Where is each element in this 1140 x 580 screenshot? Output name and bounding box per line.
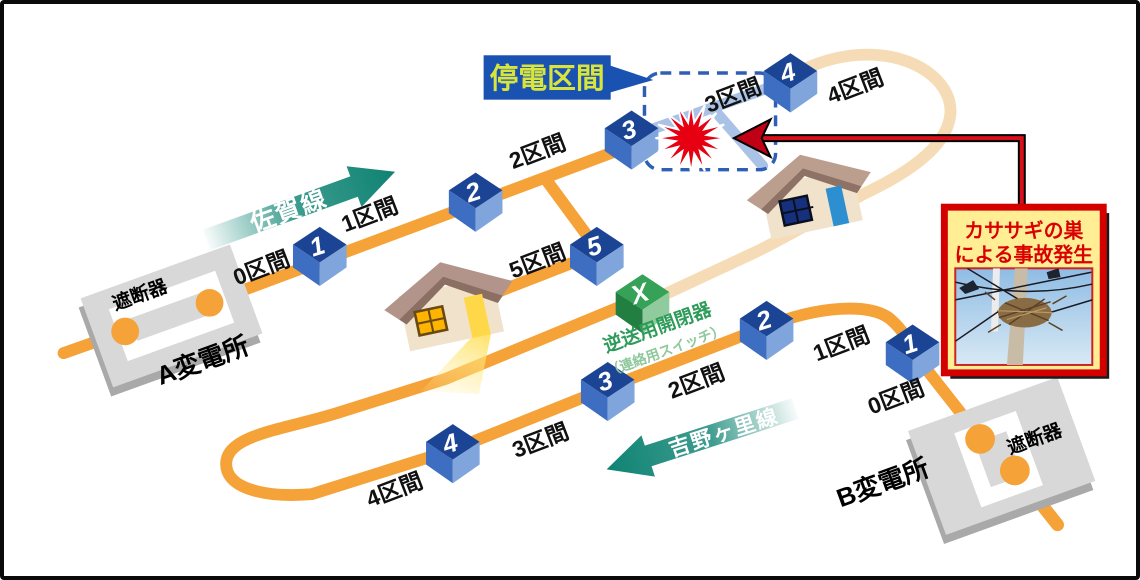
cube-left xyxy=(615,291,643,334)
saga-switch-2: 2 xyxy=(448,172,503,232)
power-wire xyxy=(955,309,1002,342)
substation-b-label: B変電所 xyxy=(832,452,933,513)
saga-section-4: 4区間 xyxy=(823,64,887,109)
yoshinogari-section-1: 1区間 xyxy=(809,321,873,366)
breaker-a-contact-1 xyxy=(111,317,140,346)
cube-top xyxy=(615,274,670,310)
yoshinogari-switch-2: 2 xyxy=(739,300,794,361)
cube-right xyxy=(912,342,940,384)
cube-top xyxy=(763,53,818,89)
cube-right xyxy=(319,244,347,287)
insulator xyxy=(1046,268,1061,280)
accident-pointer-line xyxy=(755,136,1024,210)
substation-b-breaker xyxy=(906,377,1096,544)
house2-roof-edge xyxy=(760,168,862,214)
nest-twigs-light xyxy=(996,307,1053,321)
saga-arrow-shape xyxy=(202,166,396,251)
cube-right xyxy=(596,244,624,287)
diagram-canvas: 佐賀線 吉野ヶ里線 1 2 3 4 5 xyxy=(57,48,1110,544)
saga-switch-4: 4 xyxy=(763,53,818,113)
cube-left xyxy=(604,128,632,170)
house2-roof xyxy=(746,154,871,210)
nest-photo xyxy=(954,267,1094,366)
yoshinogari-line-main xyxy=(220,296,985,501)
house1-roof xyxy=(384,262,513,320)
outage-callout-box xyxy=(483,55,611,100)
cube-top xyxy=(739,300,794,337)
window-mullion xyxy=(781,205,814,215)
outage-callout-text: 停電区間 xyxy=(490,62,605,95)
saga-line-main xyxy=(203,137,644,309)
cube-left xyxy=(292,244,320,287)
fault-explosion-icon xyxy=(655,102,728,174)
cube-left xyxy=(580,379,608,422)
window-mullion xyxy=(416,316,445,325)
cube-right xyxy=(607,379,635,422)
cube-right xyxy=(766,318,794,361)
cube-left xyxy=(763,71,791,113)
accident-callout: カササギの巣 による事故発生 xyxy=(731,117,1110,379)
yoshinogari-line-name: 吉野ヶ里線 xyxy=(666,404,782,462)
house-outage xyxy=(746,154,871,240)
cube-right xyxy=(790,71,818,113)
cube-left xyxy=(570,244,597,287)
cube-top xyxy=(448,172,503,209)
substation-a-breaker xyxy=(78,244,263,397)
outage-callout-pointer xyxy=(605,64,654,94)
outage-dashed-boundary xyxy=(642,71,778,172)
accident-pointer-arrowhead xyxy=(731,117,773,160)
breaker-a-contact-2 xyxy=(195,289,224,317)
saga-switch-5: 5 xyxy=(570,226,624,287)
saga-section-3: 3区間 xyxy=(701,73,765,118)
cube-top xyxy=(426,424,480,460)
breaker-a-ring-inner xyxy=(129,290,214,341)
house-powered xyxy=(384,262,513,394)
cube-right xyxy=(452,441,480,484)
house1-roof-edge xyxy=(399,276,503,325)
yoshinogari-section-0: 0区間 xyxy=(864,374,928,419)
cube-top xyxy=(580,361,635,398)
cube-left xyxy=(426,441,453,484)
cube-top xyxy=(292,226,347,263)
cube-left xyxy=(885,342,913,384)
cube-left xyxy=(448,190,476,232)
house1-lit-door xyxy=(463,293,491,339)
house-light-beam xyxy=(420,331,492,394)
yoshinogari-switch-1: 1 xyxy=(885,324,940,384)
saga-switch-3: 3 xyxy=(604,110,659,170)
yoshinogari-switch-3: 3 xyxy=(580,361,635,422)
yoshinogari-switch-4: 4 xyxy=(426,424,480,484)
yoshinogari-arrow-shape xyxy=(606,398,799,477)
tie-switch-cube: X xyxy=(615,274,670,334)
cube-left xyxy=(739,318,767,361)
breaker-b-contact-1 xyxy=(965,424,995,454)
outage-callout: 停電区間 xyxy=(483,55,654,100)
power-wire xyxy=(955,271,1092,301)
cube-top xyxy=(885,324,940,361)
cube-right xyxy=(642,291,670,334)
accident-note-line2: による事故発生 xyxy=(955,243,1094,266)
cube-right xyxy=(631,128,659,170)
cube-right xyxy=(475,190,503,232)
breaker-b-contact-2 xyxy=(999,455,1030,486)
house2-dark-door xyxy=(825,185,850,227)
magpie-silhouette xyxy=(959,280,980,294)
saga-switch-1: 1 xyxy=(292,226,347,287)
accident-note-line1: カササギの巣 xyxy=(964,220,1083,243)
